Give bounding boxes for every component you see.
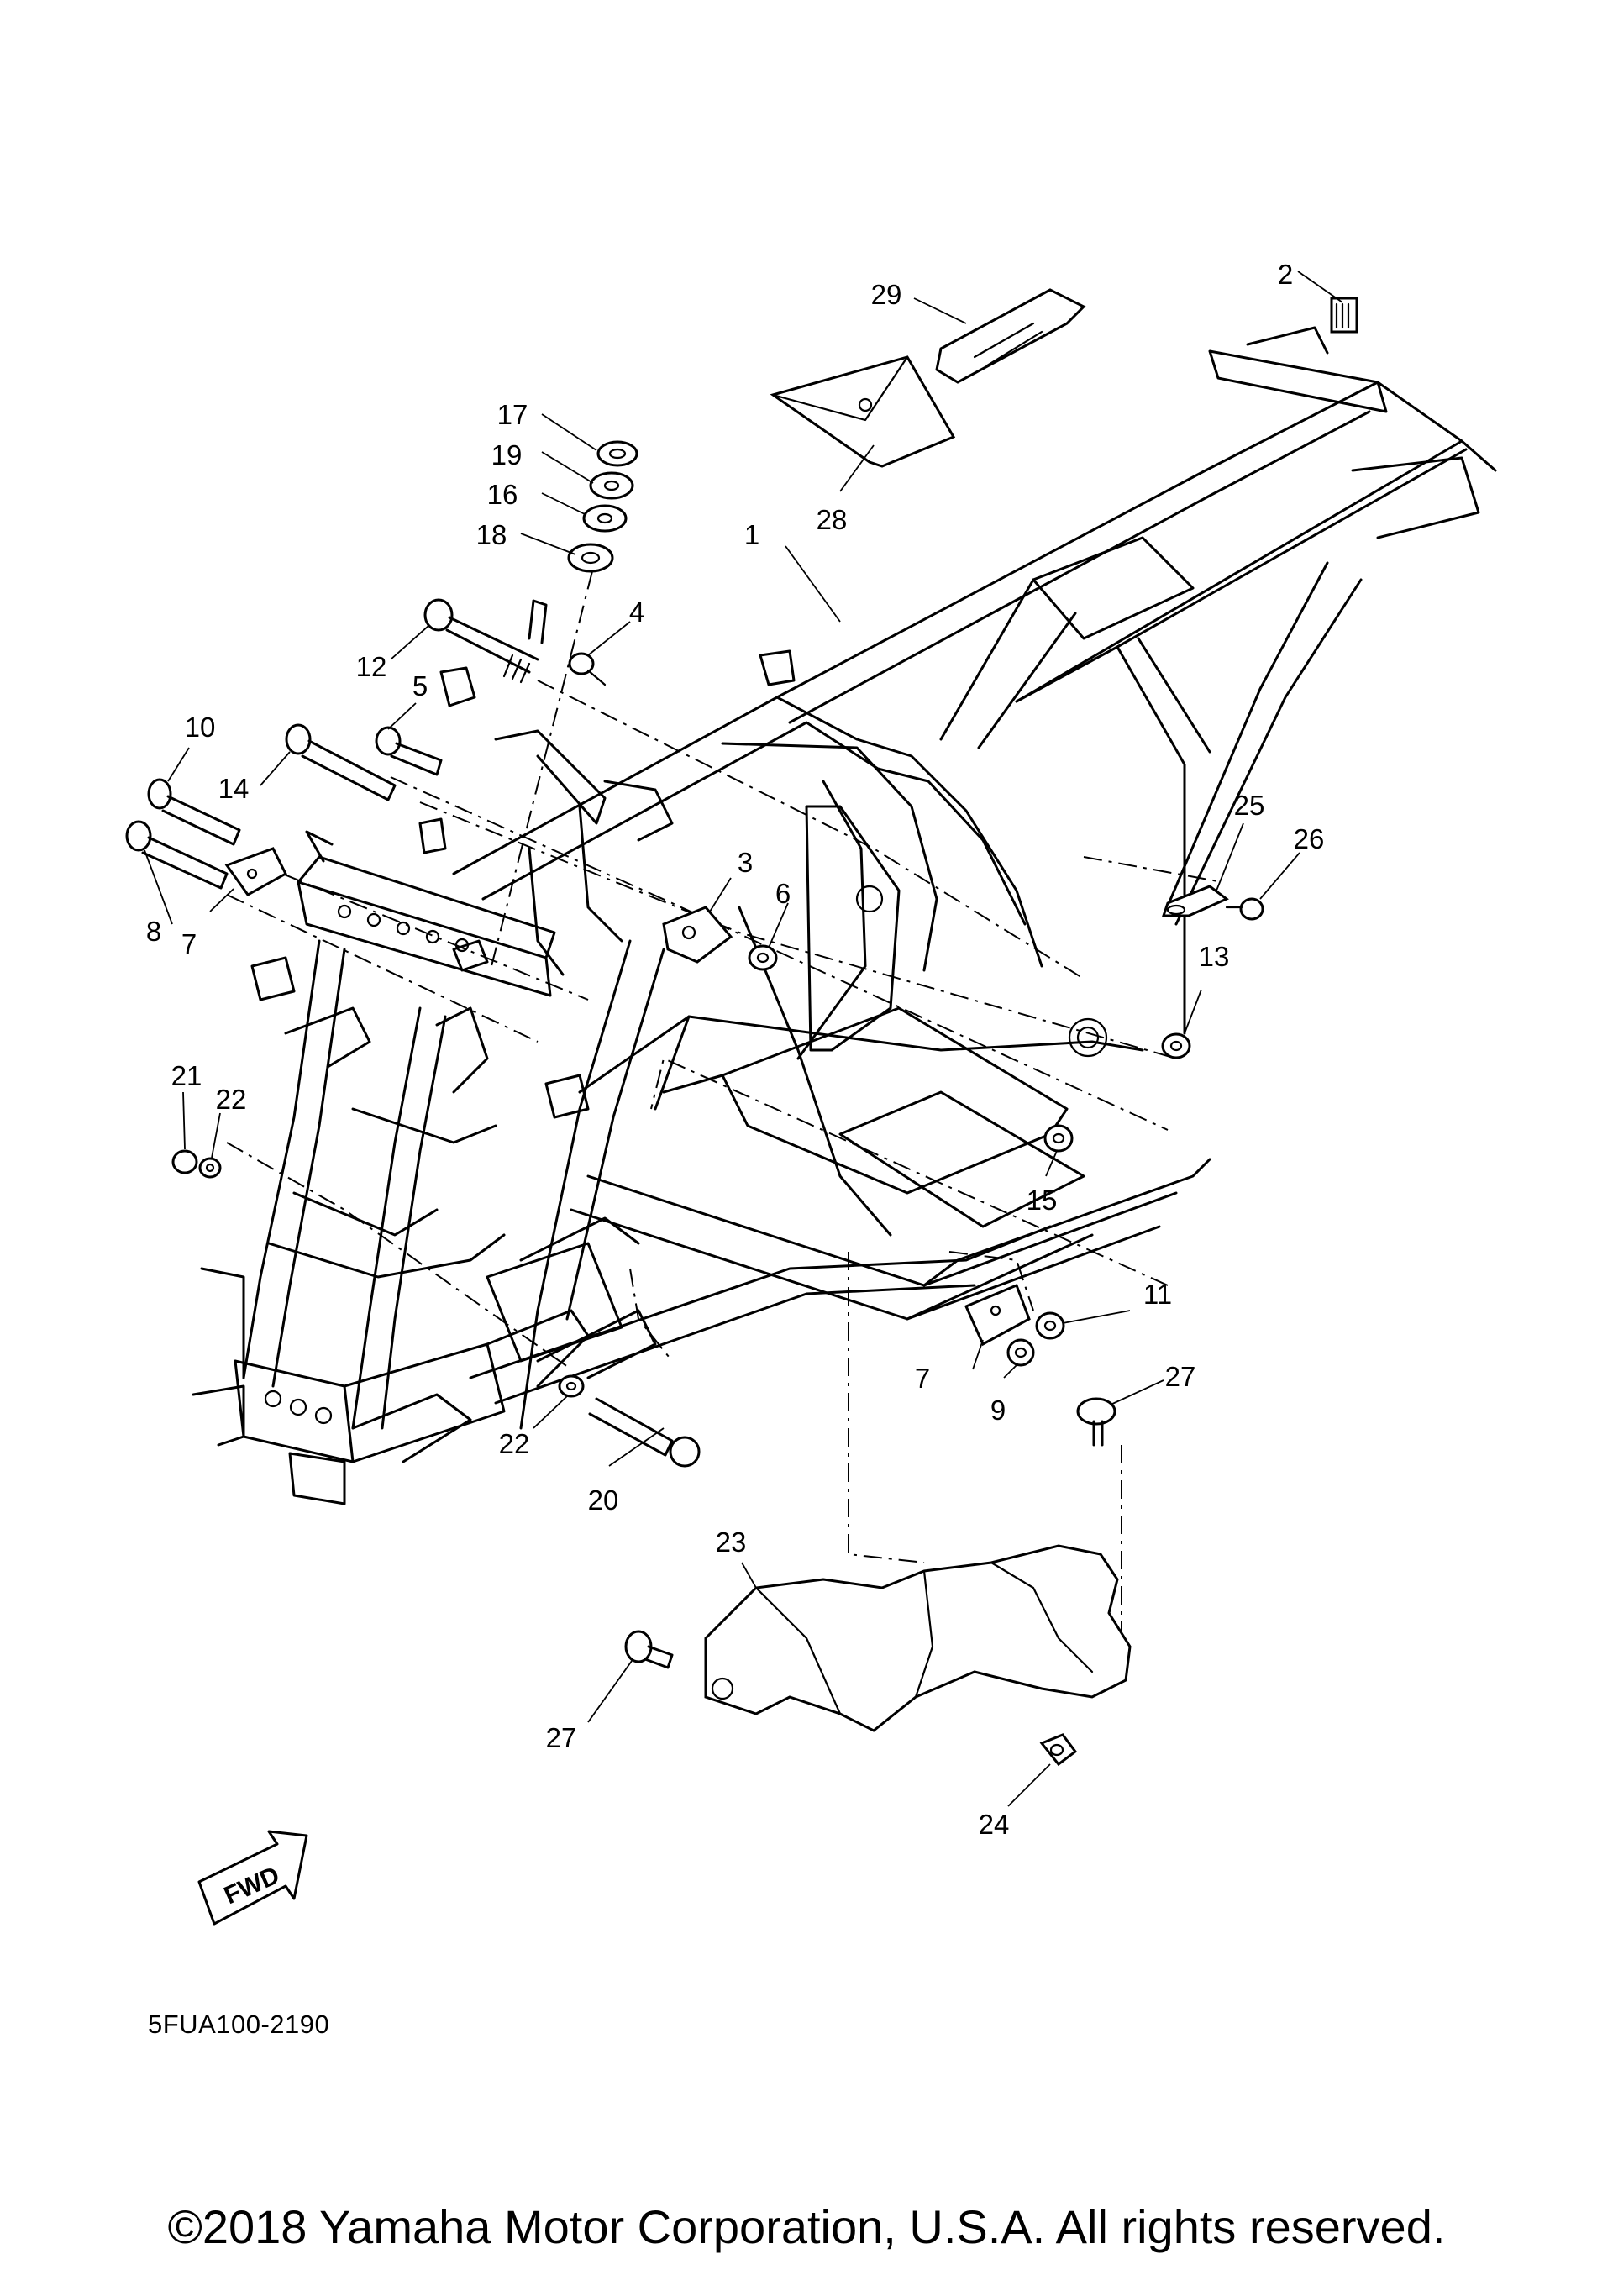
callout-5: 5 xyxy=(412,670,428,701)
part-20-bolt xyxy=(588,1397,701,1468)
callout-1: 1 xyxy=(744,519,759,550)
callout-12: 12 xyxy=(356,651,387,682)
part-26-bolt xyxy=(1225,897,1264,921)
part-27-bolt-upper xyxy=(1076,1397,1116,1447)
drawing-code: 5FUA100-2190 xyxy=(148,2010,330,2039)
part-27-bolt-lower xyxy=(624,1630,674,1669)
part-13-nut xyxy=(1161,1032,1191,1059)
callout-16: 16 xyxy=(487,479,518,510)
part-21-nut xyxy=(171,1149,198,1174)
part-10-bolt xyxy=(147,778,241,846)
callout-3: 3 xyxy=(738,847,753,878)
part-7-plate-rear xyxy=(964,1284,1031,1347)
callout-27-upper: 27 xyxy=(1165,1361,1196,1392)
callout-13: 13 xyxy=(1199,941,1230,972)
part-9-nut xyxy=(1006,1338,1035,1367)
callout-17: 17 xyxy=(497,399,528,430)
callout-10: 10 xyxy=(185,712,216,743)
callout-22-upper: 22 xyxy=(216,1084,247,1115)
callout-28: 28 xyxy=(817,504,848,535)
callout-29: 29 xyxy=(871,279,902,310)
callout-11: 11 xyxy=(1143,1279,1172,1310)
part-22-washer-upper xyxy=(198,1157,222,1179)
callout-6: 6 xyxy=(775,878,791,909)
callout-23: 23 xyxy=(716,1526,747,1558)
part-17-collar xyxy=(596,440,638,467)
callout-labels: 1 2 3 4 5 6 7 7 8 9 10 11 12 13 14 15 16… xyxy=(146,259,1325,1840)
part-19-damper xyxy=(589,471,634,500)
loose-parts xyxy=(125,288,1358,1767)
callout-15: 15 xyxy=(1027,1185,1058,1216)
leader-lines xyxy=(144,271,1343,1807)
part-16-damper xyxy=(582,504,628,533)
callout-21: 21 xyxy=(171,1060,202,1091)
part-11-nut xyxy=(1035,1311,1065,1340)
part-18-collar xyxy=(567,543,614,573)
part-24-clip xyxy=(1039,1733,1078,1767)
callout-20: 20 xyxy=(588,1484,619,1516)
part-23-guard xyxy=(704,1544,1132,1732)
part-22-washer-lower xyxy=(558,1374,585,1398)
part-7-plate-front xyxy=(224,847,287,896)
callout-19: 19 xyxy=(491,439,523,470)
callout-7-rear: 7 xyxy=(915,1363,930,1394)
callout-22-lower: 22 xyxy=(499,1428,530,1459)
callout-9: 9 xyxy=(990,1395,1006,1426)
frame-assembly xyxy=(192,326,1497,1505)
callout-24: 24 xyxy=(979,1809,1010,1840)
part-4-screw xyxy=(568,652,607,686)
callout-7-front: 7 xyxy=(181,928,197,959)
part-6-nut xyxy=(748,944,778,971)
assembly-lines xyxy=(226,570,1223,1672)
callout-2: 2 xyxy=(1278,259,1293,290)
part-14-bolt xyxy=(285,723,397,801)
callout-4: 4 xyxy=(629,596,644,628)
part-29-tool xyxy=(935,288,1086,384)
part-5-bolt xyxy=(375,726,443,776)
copyright-notice: ©2018 Yamaha Motor Corporation, U.S.A. A… xyxy=(167,2200,1446,2253)
part-15-nut xyxy=(1043,1124,1074,1153)
callout-18: 18 xyxy=(476,519,507,550)
part-3-bracket xyxy=(662,906,733,964)
callout-14: 14 xyxy=(218,773,250,804)
part-25-bracket xyxy=(1161,885,1229,917)
part-12-bolt xyxy=(423,598,539,684)
part-2-cap xyxy=(1330,297,1358,334)
callout-27-lower: 27 xyxy=(546,1722,577,1753)
fwd-arrow-icon: FWD xyxy=(197,1830,308,1926)
callout-25: 25 xyxy=(1234,790,1265,821)
callout-26: 26 xyxy=(1294,823,1325,854)
part-28-manual-bag xyxy=(770,355,956,468)
callout-8: 8 xyxy=(146,916,161,947)
part-8-bolt xyxy=(125,820,229,890)
